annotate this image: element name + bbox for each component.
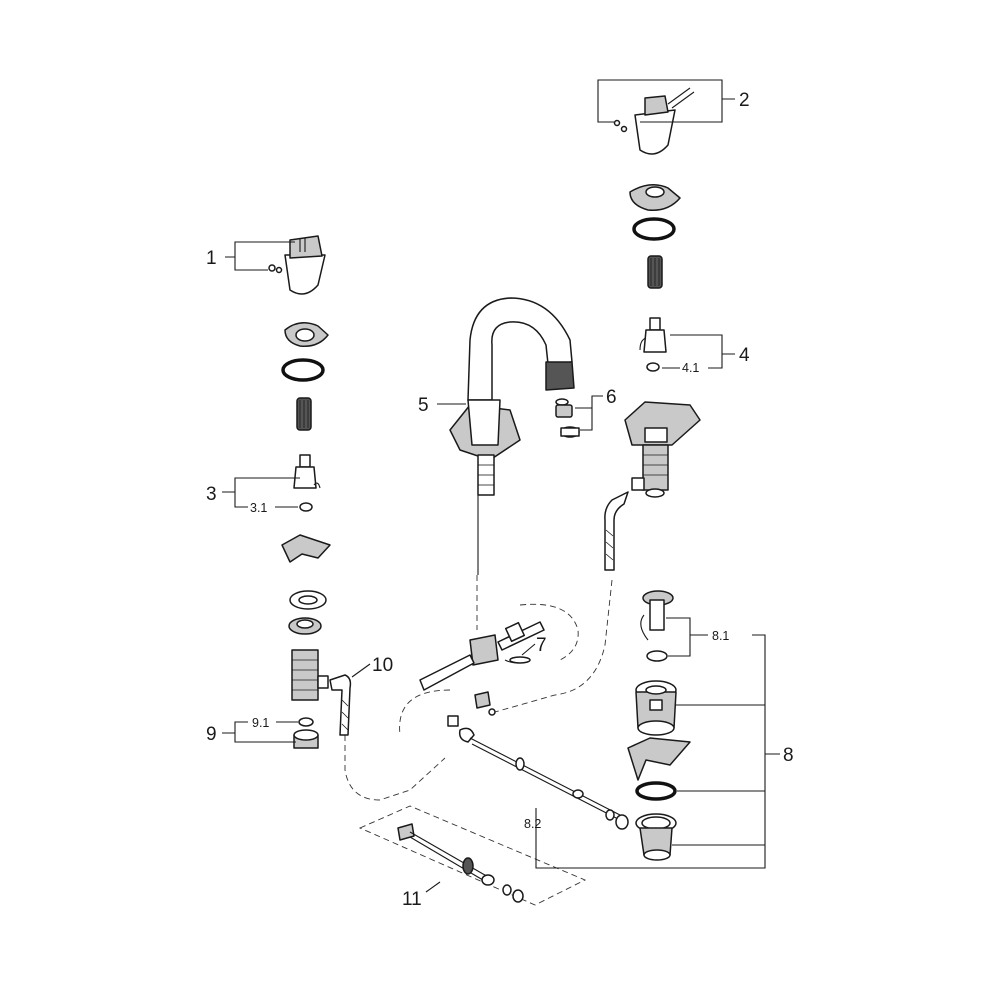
drain-assembly: [627, 590, 691, 861]
left-valve-body: [291, 649, 329, 701]
label-5: 5: [418, 395, 429, 416]
left-spline-adapter: [296, 397, 312, 431]
aerator-set: [555, 398, 580, 438]
label-3: 3: [206, 484, 217, 505]
label-9-1: 9.1: [252, 716, 269, 730]
right-o-ring: [632, 217, 676, 241]
spout-assembly: [449, 297, 575, 575]
label-8: 8: [783, 745, 794, 766]
right-handle: [634, 87, 695, 155]
right-handle-assembly: [613, 87, 701, 498]
left-handle: [284, 235, 326, 295]
label-1: 1: [206, 248, 217, 269]
left-o-ring: [281, 358, 325, 382]
left-supply-hose: [329, 674, 352, 736]
center-tee-connector: [419, 621, 545, 691]
label-4-1: 4.1: [682, 361, 699, 375]
pop-up-stopper: [640, 590, 674, 641]
right-set-screw: [613, 119, 628, 133]
label-10: 10: [372, 655, 393, 676]
label-8-1: 8.1: [712, 629, 729, 643]
right-cartridge: [639, 317, 667, 353]
drain-body: [635, 813, 677, 861]
label-6: 6: [606, 387, 617, 408]
right-cartridge-washer: [646, 362, 660, 372]
drain-gasket-bracket: [627, 737, 691, 781]
center-hardware: [447, 691, 496, 743]
label-4: 4: [739, 345, 750, 366]
label-7: 7: [536, 635, 547, 656]
left-handle-assembly: [268, 235, 331, 749]
label-11: 11: [402, 889, 422, 910]
dashed-routing-lines: [344, 575, 613, 801]
right-spline-adapter: [647, 255, 663, 289]
left-cartridge-washer: [299, 502, 313, 512]
left-cartridge: [293, 454, 321, 489]
callout-labels: 1 2 3 3.1 4 4.1 5 6 7 8 8.1 8.2 9 9.1 10…: [206, 90, 794, 910]
left-valve-washer: [298, 717, 314, 727]
label-2: 2: [739, 90, 750, 111]
label-9: 9: [206, 724, 217, 745]
install-kit-box: [358, 805, 587, 906]
drain-rod: [469, 737, 629, 830]
right-valve-body: [631, 427, 669, 498]
label-8-2: 8.2: [524, 817, 541, 831]
right-mounting-bracket: [624, 401, 701, 446]
callout-leaders: [222, 79, 780, 893]
right-supply-hose: [604, 491, 629, 571]
stopper-washer: [646, 650, 668, 662]
drain-o-ring: [635, 781, 677, 801]
label-3-1: 3.1: [250, 501, 267, 515]
left-set-screw: [268, 264, 283, 274]
left-mounting-clip: [281, 534, 331, 563]
drain-flange: [635, 680, 677, 736]
